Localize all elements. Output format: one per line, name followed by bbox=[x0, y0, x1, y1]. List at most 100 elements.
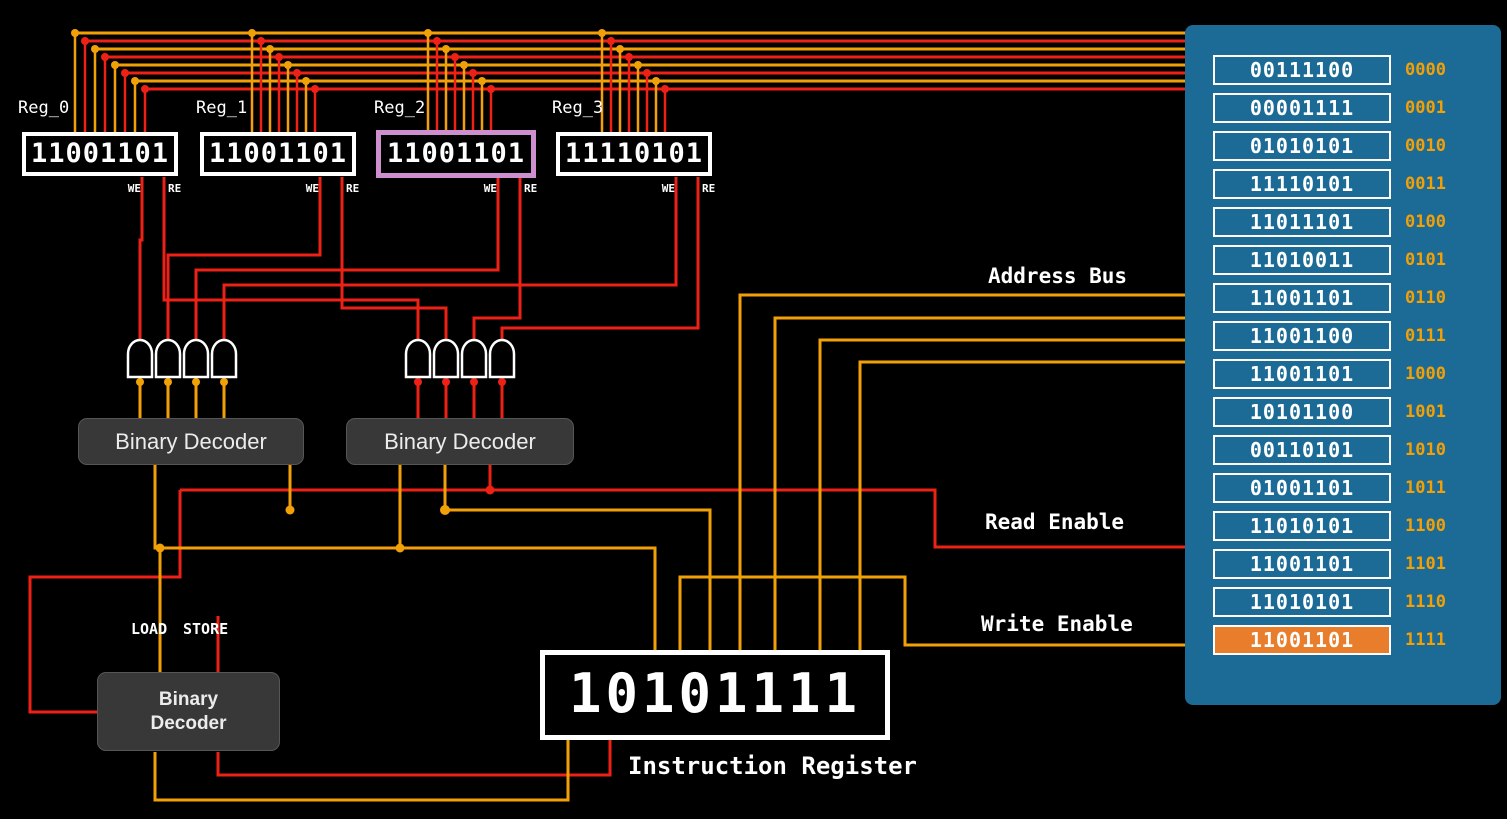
decoder-label: Binary Decoder bbox=[150, 688, 227, 734]
memory-cell[interactable]: 11110101 bbox=[1213, 169, 1391, 199]
data-bus-wires bbox=[71, 29, 1210, 418]
memory-cell[interactable]: 00110101 bbox=[1213, 435, 1391, 465]
register-value[interactable]: 11001101 bbox=[200, 132, 356, 176]
memory-cell[interactable]: 01010101 bbox=[1213, 131, 1391, 161]
memory-row: 11001101 1101 bbox=[1213, 549, 1501, 579]
we-pin-label: WE bbox=[305, 182, 319, 195]
junction-dot bbox=[634, 61, 642, 69]
junction-dot bbox=[121, 69, 129, 77]
and-gate bbox=[488, 338, 516, 379]
binary-decoder-instruction[interactable]: Binary Decoder bbox=[97, 672, 280, 751]
junction-dot bbox=[293, 69, 301, 77]
junction-dot bbox=[395, 543, 405, 553]
memory-cell[interactable]: 11001101 bbox=[1213, 283, 1391, 313]
junction-dot bbox=[643, 69, 651, 77]
and-gate bbox=[182, 338, 210, 379]
junction-dot bbox=[284, 61, 292, 69]
load-label: LOAD bbox=[131, 620, 168, 638]
we-pin-label: WE bbox=[661, 182, 675, 195]
binary-decoder-read[interactable]: Binary Decoder bbox=[346, 418, 574, 465]
junction-dot bbox=[451, 53, 459, 61]
junction-dot bbox=[136, 378, 144, 386]
wire-ir-to-decoder-red bbox=[216, 740, 612, 777]
memory-cell-selected[interactable]: 11001101 bbox=[1213, 625, 1391, 655]
register-value[interactable]: 11110101 bbox=[556, 132, 712, 176]
register-reg_2[interactable]: Reg_2 11001101 WE RE bbox=[374, 98, 546, 198]
wire-address-bus-1 bbox=[773, 316, 1210, 650]
wire-address-bus-3 bbox=[858, 360, 1210, 650]
register-name: Reg_1 bbox=[196, 98, 248, 118]
junction-dot bbox=[266, 45, 274, 53]
junction-dot bbox=[652, 77, 660, 85]
and-gate bbox=[126, 338, 154, 379]
wire-we-reg0 bbox=[138, 177, 144, 339]
memory-address: 1111 bbox=[1405, 630, 1446, 650]
junction-dot bbox=[478, 77, 486, 85]
junction-dot bbox=[141, 85, 149, 93]
memory-address: 1101 bbox=[1405, 554, 1446, 574]
junction-dot bbox=[111, 61, 119, 69]
junction-dot bbox=[311, 85, 319, 93]
re-pin-label: RE bbox=[524, 182, 538, 195]
junction-dot bbox=[442, 45, 450, 53]
junction-dot bbox=[598, 29, 606, 37]
memory-cell[interactable]: 11010011 bbox=[1213, 245, 1391, 275]
and-gates bbox=[126, 338, 516, 379]
junction-dot bbox=[442, 378, 450, 386]
memory-cell[interactable]: 11011101 bbox=[1213, 207, 1391, 237]
wire-re-reg2 bbox=[472, 177, 522, 339]
and-gate bbox=[154, 338, 182, 379]
instruction-register[interactable]: 10101111 bbox=[540, 650, 890, 740]
memory-cell[interactable]: 11001101 bbox=[1213, 359, 1391, 389]
memory-address: 1011 bbox=[1405, 478, 1446, 498]
control-wires bbox=[28, 177, 1210, 802]
memory-cell[interactable]: 11010101 bbox=[1213, 511, 1391, 541]
binary-decoder-write[interactable]: Binary Decoder bbox=[78, 418, 304, 465]
junction-dot bbox=[485, 485, 495, 495]
junction-dot bbox=[424, 29, 432, 37]
junction-dot bbox=[155, 543, 165, 553]
memory-address: 1100 bbox=[1405, 516, 1446, 536]
memory-address: 0011 bbox=[1405, 174, 1446, 194]
register-reg_1[interactable]: Reg_1 11001101 WE RE bbox=[196, 98, 368, 198]
junction-dot bbox=[469, 69, 477, 77]
register-value[interactable]: 11001101 bbox=[22, 132, 178, 176]
junction-dot bbox=[285, 505, 295, 515]
junction-dot bbox=[498, 378, 506, 386]
memory-address: 0110 bbox=[1405, 288, 1446, 308]
memory-cell[interactable]: 00111100 bbox=[1213, 55, 1391, 85]
memory-cell[interactable]: 11001101 bbox=[1213, 549, 1391, 579]
junction-dot bbox=[101, 53, 109, 61]
re-pin-label: RE bbox=[702, 182, 716, 195]
junction-dot bbox=[220, 378, 228, 386]
and-gate bbox=[404, 338, 432, 379]
junction-dot bbox=[433, 37, 441, 45]
memory-address: 1010 bbox=[1405, 440, 1446, 460]
junction-dot bbox=[302, 77, 310, 85]
register-name: Reg_3 bbox=[552, 98, 604, 118]
junction-dot bbox=[460, 61, 468, 69]
wire-we-reg1 bbox=[166, 177, 322, 339]
memory-cell[interactable]: 11010101 bbox=[1213, 587, 1391, 617]
register-reg_0[interactable]: Reg_0 11001101 WE RE bbox=[18, 98, 190, 198]
register-reg_3[interactable]: Reg_3 11110101 WE RE bbox=[552, 98, 724, 198]
memory-cell[interactable]: 00001111 bbox=[1213, 93, 1391, 123]
junction-dot bbox=[91, 45, 99, 53]
memory-cell[interactable]: 01001101 bbox=[1213, 473, 1391, 503]
memory-cell[interactable]: 11001100 bbox=[1213, 321, 1391, 351]
wire-addr-decoder1 bbox=[153, 465, 657, 650]
junction-dot bbox=[414, 378, 422, 386]
junction-dot bbox=[625, 53, 633, 61]
wire-address-bus-0 bbox=[738, 293, 1210, 650]
wire-read-enable bbox=[180, 488, 1210, 549]
memory-cell[interactable]: 10101100 bbox=[1213, 397, 1391, 427]
decoder-label: Binary Decoder bbox=[115, 428, 267, 454]
register-value-selected[interactable]: 11001101 bbox=[376, 130, 536, 178]
